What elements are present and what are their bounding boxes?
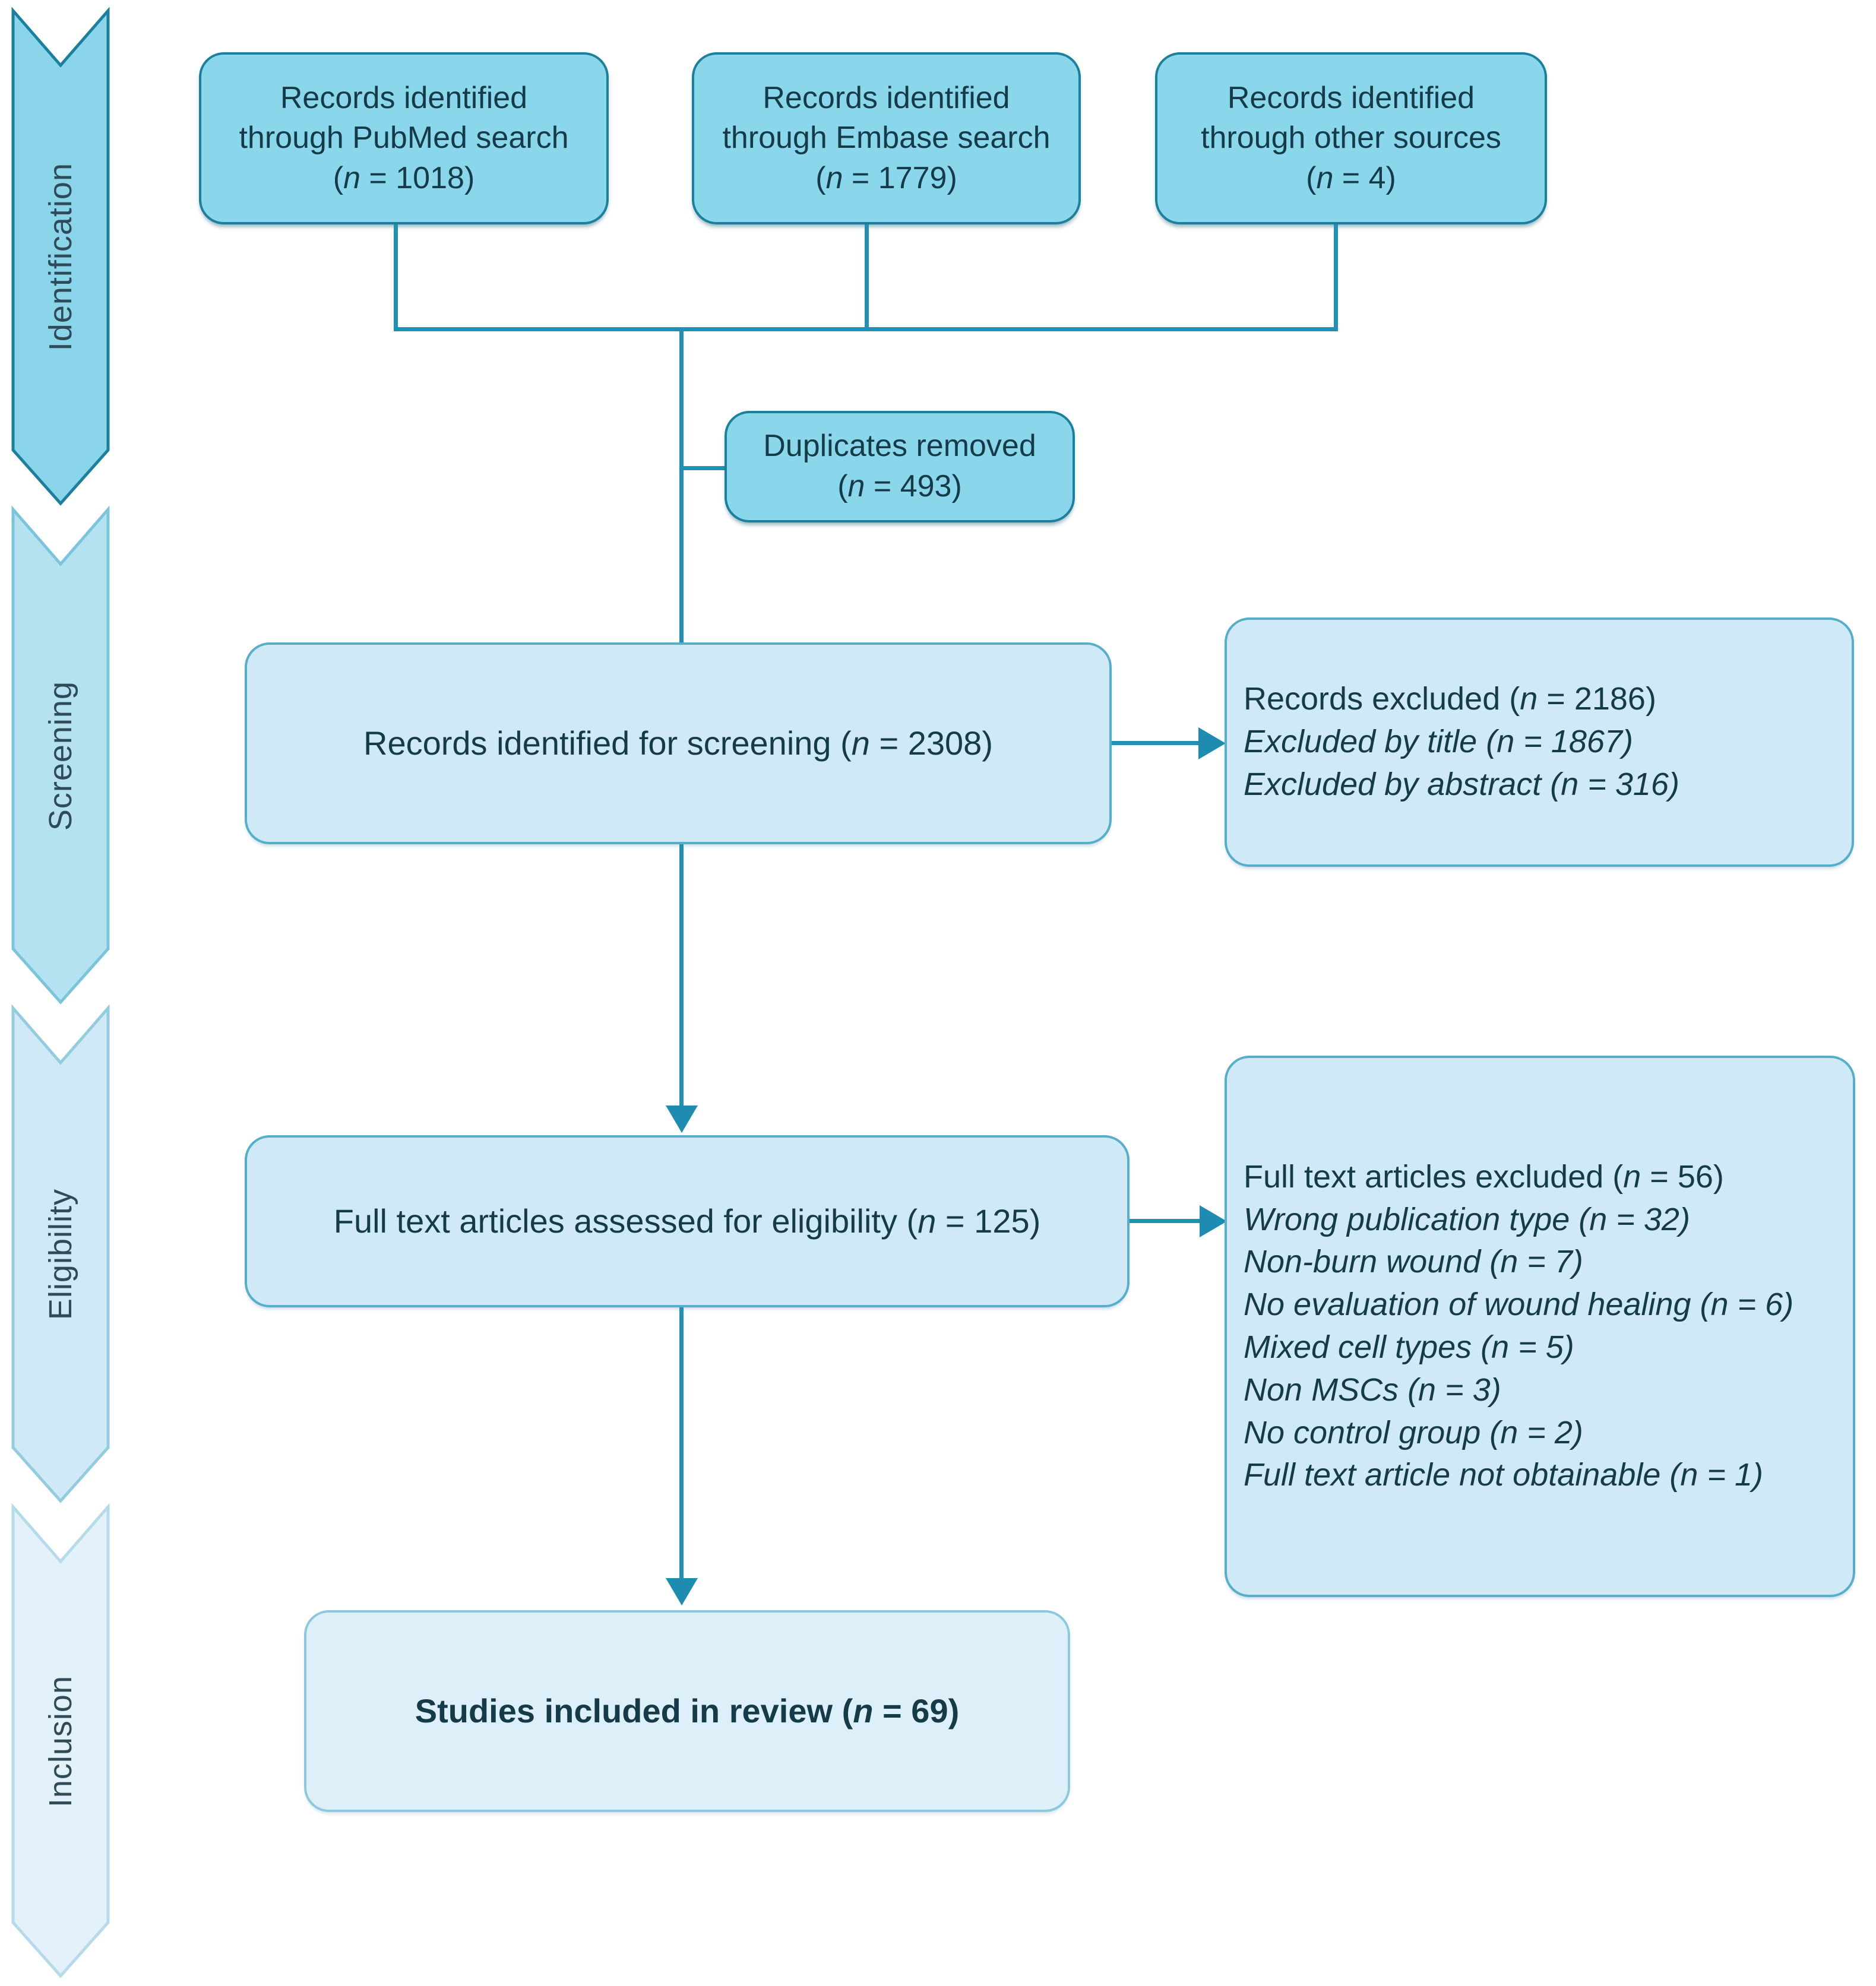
- stage-chevron-screening: Screening: [11, 505, 110, 1005]
- fulltext-excluded-reason: Full text article not obtainable (n = 1): [1244, 1457, 1764, 1493]
- arrowhead-screening-to-excluded: [1198, 727, 1226, 759]
- records-excluded-reason: Excluded by abstract (n = 316): [1244, 766, 1679, 802]
- source-other-count: (n = 4): [1306, 160, 1396, 195]
- source-other-line1: Records identified: [1227, 80, 1475, 115]
- arrowhead-screening-to-eligibility: [666, 1106, 698, 1133]
- stage-label-screening: Screening: [43, 680, 78, 831]
- fulltext-excluded-reason: Mixed cell types (n = 5): [1244, 1329, 1574, 1365]
- source-box-other[interactable]: Records identified through other sources…: [1155, 52, 1547, 224]
- fulltext-excluded-box[interactable]: Full text articles excluded (n = 56) Wro…: [1225, 1056, 1855, 1597]
- records-excluded-text: Records excluded (n = 2186) Excluded by …: [1227, 678, 1852, 806]
- fulltext-excluded-reason: Wrong publication type (n = 32): [1244, 1201, 1690, 1237]
- stage-label-eligibility: Eligibility: [43, 1189, 78, 1320]
- source-embase-count: (n = 1779): [815, 160, 957, 195]
- stage-label-identification: Identification: [43, 163, 78, 351]
- fulltext-excluded-reason: Non-burn wound (n = 7): [1244, 1244, 1583, 1280]
- fulltext-excluded-reason: No control group (n = 2): [1244, 1414, 1583, 1450]
- studies-included-label: Studies included in review (: [415, 1692, 853, 1730]
- records-screening-box[interactable]: Records identified for screening (n = 23…: [245, 642, 1112, 844]
- source-other-line2: through other sources: [1201, 121, 1501, 156]
- fulltext-assessed-value: 125: [974, 1202, 1030, 1240]
- fulltext-assessed-label: Full text articles assessed for eligibil…: [333, 1202, 918, 1240]
- stage-chevron-inclusion: Inclusion: [11, 1503, 110, 1978]
- source-box-pubmed-text: Records identified through PubMed search…: [201, 78, 606, 199]
- duplicates-line1: Duplicates removed: [763, 429, 1036, 464]
- studies-included-text: Studies included in review (n = 69): [415, 1692, 960, 1730]
- source-pubmed-line1: Records identified: [280, 80, 528, 115]
- source-embase-line2: through Embase search: [722, 121, 1051, 156]
- fulltext-excluded-reason: Non MSCs (n = 3): [1244, 1371, 1501, 1408]
- connector-eligibility-to-excluded: [1130, 1219, 1201, 1223]
- connector-other-drop: [1334, 224, 1338, 331]
- connector-eligibility-to-inclusion: [679, 1307, 684, 1592]
- source-pubmed-line2: through PubMed search: [239, 121, 569, 156]
- connector-bus-to-screening: [679, 327, 684, 695]
- connector-sources-bus: [394, 327, 1338, 331]
- records-screening-label: Records identified for screening (: [363, 724, 852, 762]
- source-box-pubmed[interactable]: Records identified through PubMed search…: [199, 52, 609, 224]
- connector-screening-to-eligibility: [679, 844, 684, 1120]
- arrowhead-eligibility-to-excluded: [1200, 1205, 1227, 1237]
- chevron-shape-inclusion: [11, 1503, 110, 1978]
- records-excluded-reason: Excluded by title (n = 1867): [1244, 724, 1633, 760]
- fulltext-excluded-reason: No evaluation of wound healing (n = 6): [1244, 1287, 1794, 1323]
- source-box-other-text: Records identified through other sources…: [1157, 78, 1545, 199]
- records-screening-text: Records identified for screening (n = 23…: [363, 724, 993, 762]
- records-screening-n: n: [851, 724, 870, 762]
- source-box-embase-text: Records identified through Embase search…: [694, 78, 1078, 199]
- chevron-shape-screening: [11, 505, 110, 1005]
- connector-embase-drop: [865, 224, 869, 331]
- source-embase-line1: Records identified: [763, 80, 1010, 115]
- records-excluded-headline: Records excluded (n = 2186): [1244, 681, 1656, 717]
- duplicates-removed-text: Duplicates removed (n = 493): [727, 426, 1073, 506]
- connector-duplicates-stub: [679, 466, 727, 470]
- fulltext-excluded-text: Full text articles excluded (n = 56) Wro…: [1227, 1156, 1853, 1497]
- records-screening-value: 2308: [907, 724, 982, 762]
- connector-pubmed-drop: [394, 224, 398, 331]
- studies-included-n: n: [853, 1692, 874, 1730]
- fulltext-assessed-n: n: [918, 1202, 937, 1240]
- fulltext-assessed-text: Full text articles assessed for eligibil…: [333, 1202, 1041, 1240]
- chevron-shape-identification: [11, 7, 110, 506]
- studies-included-value: 69: [911, 1692, 948, 1730]
- studies-included-box[interactable]: Studies included in review (n = 69): [304, 1610, 1070, 1812]
- chevron-shape-eligibility: [11, 1004, 110, 1503]
- duplicates-removed-box[interactable]: Duplicates removed (n = 493): [725, 411, 1075, 522]
- source-box-embase[interactable]: Records identified through Embase search…: [692, 52, 1081, 224]
- stage-chevron-eligibility: Eligibility: [11, 1004, 110, 1503]
- arrowhead-eligibility-to-inclusion: [666, 1578, 698, 1605]
- stage-label-inclusion: Inclusion: [43, 1675, 78, 1808]
- records-excluded-box[interactable]: Records excluded (n = 2186) Excluded by …: [1225, 617, 1854, 867]
- connector-screening-to-excluded: [1112, 741, 1201, 745]
- source-pubmed-count: (n = 1018): [333, 160, 475, 195]
- fulltext-assessed-box[interactable]: Full text articles assessed for eligibil…: [245, 1135, 1130, 1307]
- duplicates-count: (n = 493): [837, 469, 962, 503]
- fulltext-excluded-headline: Full text articles excluded (n = 56): [1244, 1158, 1724, 1195]
- stage-chevron-identification: Identification: [11, 7, 110, 506]
